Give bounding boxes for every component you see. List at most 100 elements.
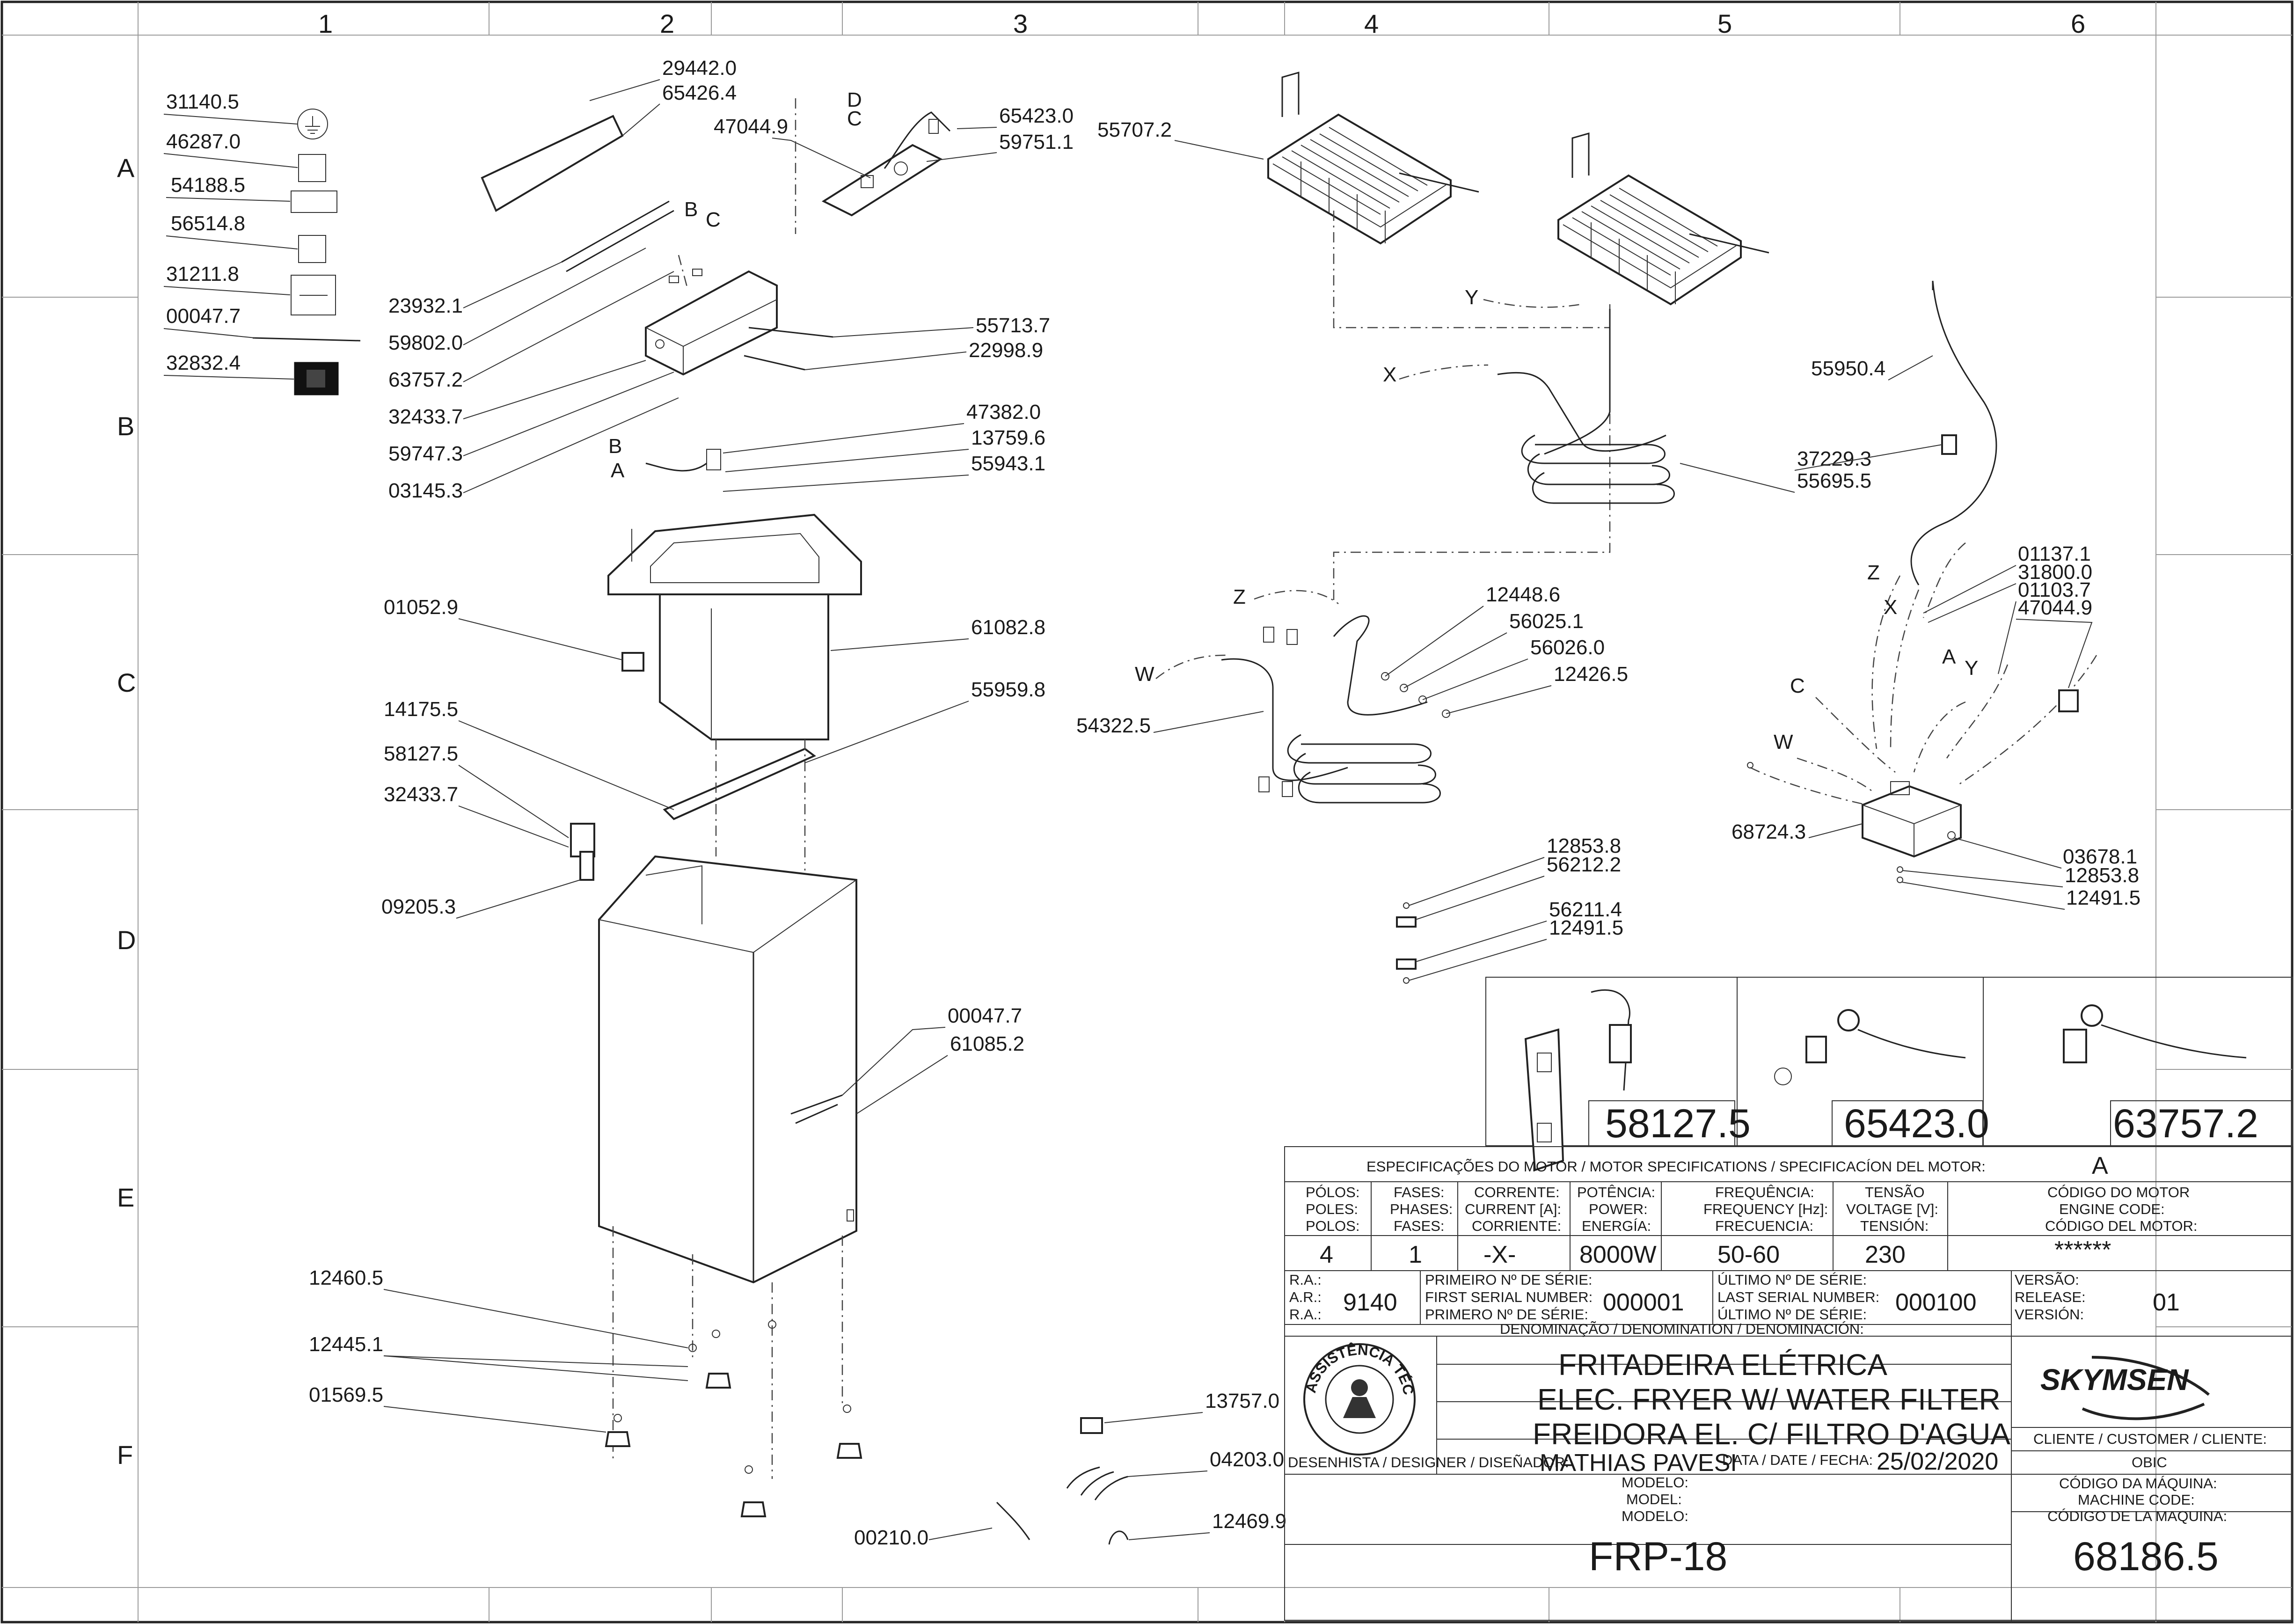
control-leaders xyxy=(463,79,997,493)
zone-column-3: 3 xyxy=(1013,9,1028,38)
value-last-serial: 000100 xyxy=(1895,1289,1977,1316)
detail-switch xyxy=(2063,1004,2247,1063)
label-poles-en: POLES: xyxy=(1306,1201,1358,1217)
callout-59802-0: 59802.0 xyxy=(388,331,463,354)
control-box xyxy=(645,269,778,376)
detail-door-latch xyxy=(1524,989,1632,1171)
denomination-header: DENOMINAÇÃO / DENOMINATION / DENOMINACIÓ… xyxy=(1500,1321,1864,1337)
bracket-leaders xyxy=(456,701,969,919)
assembly-centerlines xyxy=(612,98,843,1479)
callout-12853-8-a: 12853.8 xyxy=(2065,864,2139,887)
connection-letter-c-1: C xyxy=(847,107,862,130)
label-machine-code-en: MACHINE CODE: xyxy=(2078,1492,2195,1508)
callout-12469-9: 12469.9 xyxy=(1212,1510,1286,1533)
connection-letter-d: D xyxy=(847,88,862,111)
connection-letter-a-2: A xyxy=(1942,645,1956,668)
callout-56025-1: 56025.1 xyxy=(1509,610,1584,633)
element-leaders-lower xyxy=(1153,606,1552,733)
label-model-en: MODEL: xyxy=(1626,1491,1682,1507)
connection-letter-z-2: Z xyxy=(1867,561,1880,584)
feet-leaders xyxy=(383,1289,688,1433)
callout-12460-5: 12460.5 xyxy=(309,1266,383,1289)
label-frequency-en: FREQUENCY [Hz]: xyxy=(1703,1201,1828,1217)
callout-65426-4: 65426.4 xyxy=(662,81,737,104)
label-current-en: CURRENT [A]: xyxy=(1465,1201,1561,1217)
tank-leaders xyxy=(458,618,969,660)
value-phases: 1 xyxy=(1409,1241,1422,1268)
zone-row-f: F xyxy=(117,1440,133,1470)
value-current: -X- xyxy=(1483,1241,1516,1268)
heating-element-lower xyxy=(1221,615,1441,804)
connection-letter-x-2: X xyxy=(1884,596,1897,619)
callout-56026-0: 56026.0 xyxy=(1530,636,1605,659)
label-voltage-en: VOLTAGE [V]: xyxy=(1846,1201,1938,1217)
zone-column-1: 1 xyxy=(318,9,333,38)
retaining-clips xyxy=(1066,1466,1128,1500)
label-poles-pt: PÓLOS: xyxy=(1306,1184,1359,1200)
callout-61082-8: 61082.8 xyxy=(971,616,1045,639)
hose-clamp xyxy=(1080,1417,1103,1434)
label-frequency-pt: FREQUÊNCIA: xyxy=(1715,1184,1814,1200)
spring-pin xyxy=(1108,1530,1129,1545)
connection-letter-z-1: Z xyxy=(1233,585,1246,608)
value-version: 01 xyxy=(2153,1289,2180,1316)
callout-23932-1: 23932.1 xyxy=(388,294,463,317)
label-phases-es: FASES: xyxy=(1394,1218,1445,1234)
callout-29442-0: 29442.0 xyxy=(662,57,737,80)
adjustable-feet xyxy=(605,1320,862,1517)
brand-logo-cabinet xyxy=(790,1094,843,1124)
label-model-es: MODELO: xyxy=(1622,1508,1688,1524)
terminal-block xyxy=(1862,781,1962,858)
connection-letter-w-2: W xyxy=(1774,731,1793,753)
callout-31800-0: 31800.0 xyxy=(2018,561,2092,584)
connection-letter-c-2: C xyxy=(706,208,721,231)
element-mount-hardware xyxy=(1258,627,1450,797)
callout-56212-2: 56212.2 xyxy=(1547,853,1621,876)
door-latch xyxy=(570,823,595,881)
control-relay xyxy=(2058,689,2079,712)
label-phases-pt: FASES: xyxy=(1394,1184,1445,1200)
connection-letter-b-2: B xyxy=(608,435,622,458)
label-phases-en: PHASES: xyxy=(1390,1201,1453,1217)
value-frequency: 50-60 xyxy=(1717,1241,1780,1268)
callout-32433-7-a: 32433.7 xyxy=(388,405,463,428)
detail-label-58127-5: 58127.5 xyxy=(1605,1101,1751,1146)
date-value: 25/02/2020 xyxy=(1877,1448,1998,1475)
label-machine-code-es: CÓDIGO DE LA MAQUINA: xyxy=(2047,1508,2227,1524)
label-ra-pt: R.A.: xyxy=(1289,1272,1322,1288)
callout-03145-3: 03145.3 xyxy=(388,479,463,502)
label-engine-code-es: CÓDIGO DEL MOTOR: xyxy=(2045,1218,2198,1234)
detail-label-63757-2: 63757.2 xyxy=(2113,1101,2258,1146)
zone-column-6: 6 xyxy=(2071,9,2085,38)
support-rail xyxy=(663,747,816,820)
callout-01569-5: 01569.5 xyxy=(309,1383,383,1406)
callout-55707-2: 55707.2 xyxy=(1097,118,1172,141)
label-model-pt: MODELO: xyxy=(1622,1474,1688,1491)
callout-12448-6: 12448.6 xyxy=(1486,583,1560,606)
zone-column-5: 5 xyxy=(1717,9,1732,38)
connection-letter-w-1: W xyxy=(1135,663,1154,686)
callout-03678-1: 03678.1 xyxy=(2063,845,2137,868)
connection-letter-a-1: A xyxy=(611,459,625,482)
cord-strain-relief xyxy=(1941,434,1957,455)
oil-tank xyxy=(607,513,862,740)
callout-22998-9: 22998.9 xyxy=(969,339,1043,362)
sticker-leaders xyxy=(163,114,298,380)
small-part-leaders xyxy=(928,1412,1210,1540)
label-version-es: VERSIÓN: xyxy=(2015,1306,2084,1323)
callout-55713-7: 55713.7 xyxy=(976,314,1050,337)
zone-row-b: B xyxy=(117,411,134,441)
connection-letter-c-3: C xyxy=(1790,674,1805,697)
callout-09205-3: 09205.3 xyxy=(381,895,456,918)
product-name-pt: FRITADEIRA ELÉTRICA xyxy=(1558,1348,1887,1382)
fryer-cabinet xyxy=(598,855,857,1284)
callout-54322-5: 54322.5 xyxy=(1076,714,1151,737)
basket-centerlines xyxy=(1333,211,1611,604)
callout-58127-5: 58127.5 xyxy=(384,742,458,765)
callout-12491-5-a: 12491.5 xyxy=(2066,886,2141,909)
callout-00047-7-a: 00047.7 xyxy=(166,305,241,328)
sensor-leaders xyxy=(723,423,969,492)
callout-63757-2: 63757.2 xyxy=(388,368,463,391)
zone-column-4: 4 xyxy=(1364,9,1379,38)
